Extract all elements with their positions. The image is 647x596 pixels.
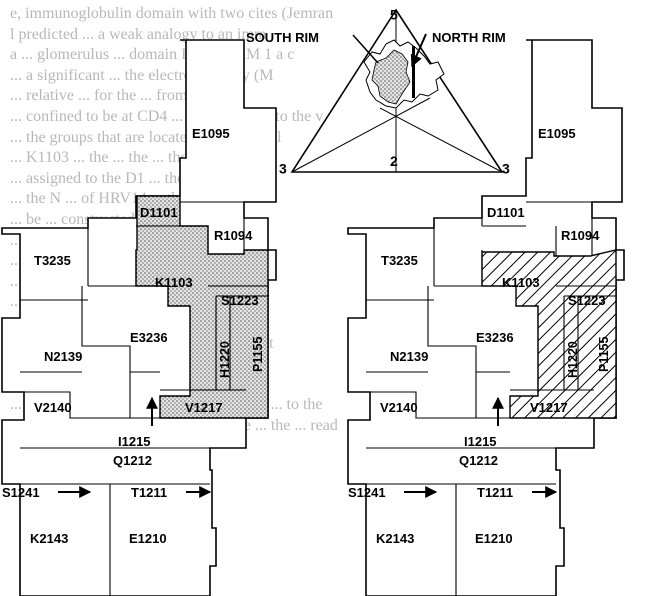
left-label-k2143: K2143 [30, 531, 68, 546]
left-label-s1223: S1223 [221, 293, 259, 308]
left-label-e1095: E1095 [192, 126, 230, 141]
left-label-s1241: S1241 [2, 485, 40, 500]
triangle-median-right [379, 107, 503, 173]
right-label-e1095: E1095 [538, 126, 576, 141]
right-label-s1241: S1241 [348, 485, 386, 500]
left-roadmap: E1095 D1101 R1094 T3235 K1103 S1223 E323… [1, 39, 277, 596]
right-label-t3235: T3235 [381, 253, 418, 268]
north-rim-arrow [410, 33, 427, 68]
left-label-p1155: P1155 [251, 336, 265, 372]
left-label-h1220: H1220 [218, 341, 232, 378]
left-label-t3235: T3235 [34, 253, 71, 268]
triangle-median-left [291, 97, 431, 173]
right-footprint-hatched [481, 249, 617, 419]
background-text-line: ... relative ... for the ... from the [10, 87, 211, 105]
left-label-n2139: N2139 [44, 349, 82, 364]
right-label-p1155: P1155 [597, 336, 611, 372]
background-text-line: e, immunoglobulin domain with two cites … [10, 5, 334, 22]
right-label-k1103: K1103 [502, 275, 540, 290]
right-label-t1211: T1211 [477, 485, 513, 500]
north-rim-label: NORTH RIM [432, 30, 506, 45]
left-label-e3236: E3236 [130, 330, 168, 345]
right-label-e3236: E3236 [476, 330, 514, 345]
right-label-s1223: S1223 [568, 293, 606, 308]
right-label-r1094: R1094 [561, 228, 600, 243]
right-label-i1215: I1215 [464, 434, 497, 449]
left-label-v1217: V1217 [185, 400, 223, 415]
triangle-vertex-left: 3 [279, 161, 287, 177]
left-label-e1210: E1210 [129, 531, 167, 546]
left-label-k1103: K1103 [155, 275, 193, 290]
left-label-t1211: T1211 [131, 485, 167, 500]
south-rim-label: SOUTH RIM [246, 30, 319, 45]
right-label-n2139: N2139 [390, 349, 428, 364]
icosahedral-asymmetric-unit-inset: 5 3 3 2 SOUTH RIM NORTH RIM [246, 6, 510, 176]
inset-footprint-stippled [371, 49, 411, 105]
triangle-vertex-right: 3 [502, 161, 510, 177]
triangle-outline [290, 8, 504, 173]
left-label-q1212: Q1212 [113, 453, 152, 468]
triangle-base-mid: 2 [390, 153, 398, 169]
left-outline [1, 39, 277, 596]
north-rim-marker [412, 46, 415, 98]
left-label-i1215: I1215 [118, 434, 151, 449]
right-outline [347, 39, 625, 596]
right-label-v2140: V2140 [380, 400, 418, 415]
left-label-d1101: D1101 [140, 205, 178, 220]
south-rim-arrow-line [352, 34, 379, 64]
right-label-k2143: K2143 [376, 531, 414, 546]
right-label-v1217: V1217 [530, 400, 568, 415]
right-label-q1212: Q1212 [459, 453, 498, 468]
triangle-vertex-top: 5 [390, 6, 398, 22]
right-label-e1210: E1210 [475, 531, 513, 546]
background-text-line: l predicted ... a weak analogy to an imm [10, 25, 267, 43]
left-label-v2140: V2140 [34, 400, 72, 415]
right-label-d1101: D1101 [487, 205, 525, 220]
right-roadmap: E1095 D1101 R1094 T3235 K1103 S1223 E323… [347, 39, 625, 596]
right-label-h1220: H1220 [566, 341, 580, 378]
left-label-r1094: R1094 [214, 228, 253, 243]
